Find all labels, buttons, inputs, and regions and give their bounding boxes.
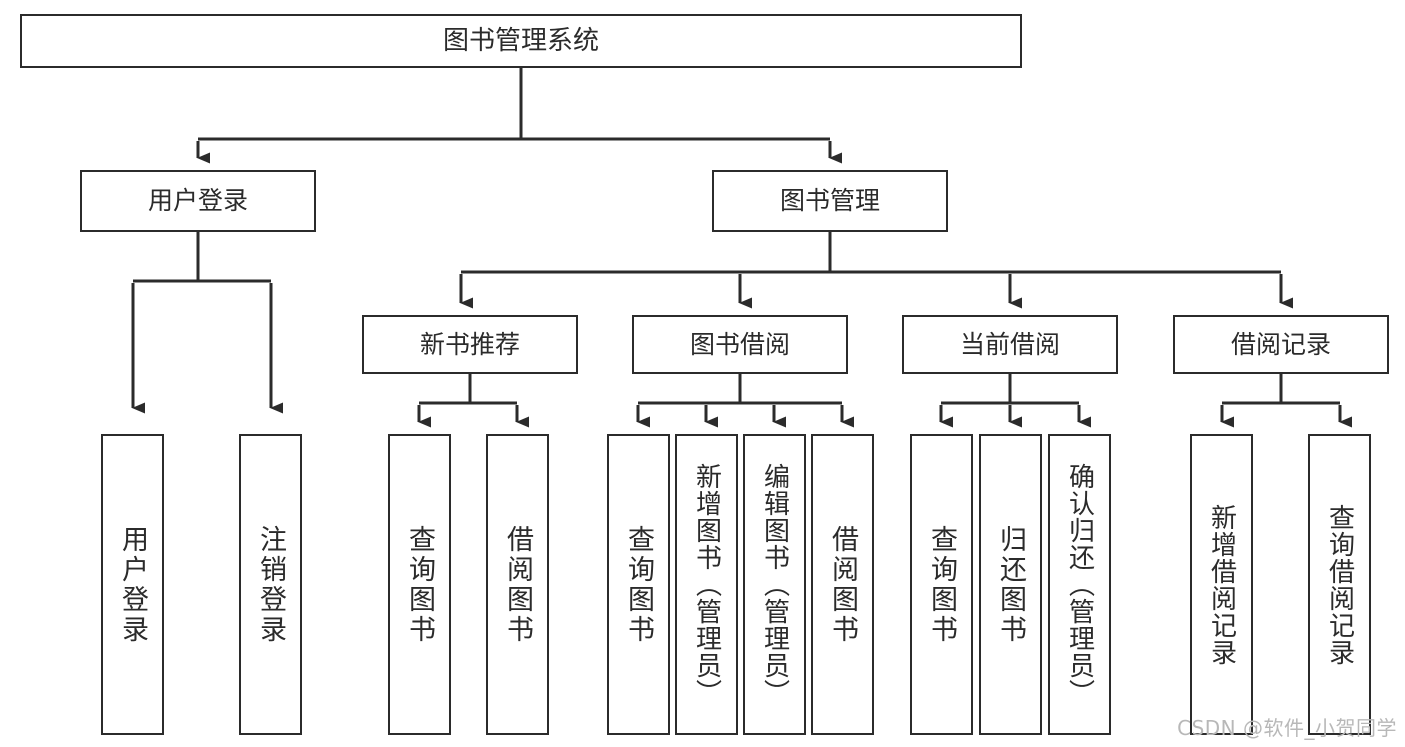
node-leaf-confirm-return-admin[interactable]: 确认归还（管理员） [1048, 434, 1111, 735]
node-label: 借阅记录 [1230, 329, 1331, 359]
node-leaf-query-book-3[interactable]: 查询图书 [910, 434, 973, 735]
node-new-book-recommend[interactable]: 新书推荐 [362, 315, 578, 374]
node-leaf-query-book-1[interactable]: 查询图书 [388, 434, 451, 735]
node-label: 图书管理系统 [442, 25, 599, 56]
node-label: 图书借阅 [689, 329, 790, 359]
node-label: 确认归还（管理员） [1064, 463, 1095, 706]
node-label: 归还图书 [995, 524, 1026, 645]
node-leaf-borrow-book-2[interactable]: 借阅图书 [811, 434, 874, 735]
node-leaf-add-borrow-record[interactable]: 新增借阅记录 [1190, 434, 1253, 735]
node-label: 借阅图书 [827, 524, 858, 645]
node-label: 借阅图书 [502, 524, 533, 645]
node-borrow-record[interactable]: 借阅记录 [1173, 315, 1389, 374]
node-root-book-management-system[interactable]: 图书管理系统 [20, 14, 1022, 68]
node-leaf-query-book-2[interactable]: 查询图书 [607, 434, 670, 735]
node-leaf-edit-book-admin[interactable]: 编辑图书（管理员） [743, 434, 806, 735]
node-label: 注销登录 [255, 524, 286, 645]
node-label: 用户登录 [117, 524, 148, 645]
node-label: 用户登录 [147, 186, 248, 216]
watermark-text: CSDN @软件_小贺同学 [1177, 716, 1397, 740]
node-leaf-add-book-admin[interactable]: 新增图书（管理员） [675, 434, 738, 735]
node-leaf-borrow-book-1[interactable]: 借阅图书 [486, 434, 549, 735]
node-label: 新增图书（管理员） [691, 463, 722, 706]
node-label: 查询图书 [623, 524, 654, 645]
node-label: 当前借阅 [959, 329, 1060, 359]
node-user-login[interactable]: 用户登录 [80, 170, 316, 232]
node-label: 查询图书 [926, 524, 957, 645]
node-leaf-user-login[interactable]: 用户登录 [101, 434, 164, 735]
node-label: 新增借阅记录 [1206, 503, 1237, 666]
node-current-borrow[interactable]: 当前借阅 [902, 315, 1118, 374]
node-leaf-query-borrow-record[interactable]: 查询借阅记录 [1308, 434, 1371, 735]
node-label: 编辑图书（管理员） [759, 463, 790, 706]
node-label: 图书管理 [779, 186, 880, 216]
node-leaf-logout-login[interactable]: 注销登录 [239, 434, 302, 735]
node-book-management[interactable]: 图书管理 [712, 170, 948, 232]
node-leaf-return-book[interactable]: 归还图书 [979, 434, 1042, 735]
node-label: 新书推荐 [419, 329, 520, 359]
node-label: 查询借阅记录 [1324, 503, 1355, 666]
node-label: 查询图书 [404, 524, 435, 645]
node-book-borrow[interactable]: 图书借阅 [632, 315, 848, 374]
